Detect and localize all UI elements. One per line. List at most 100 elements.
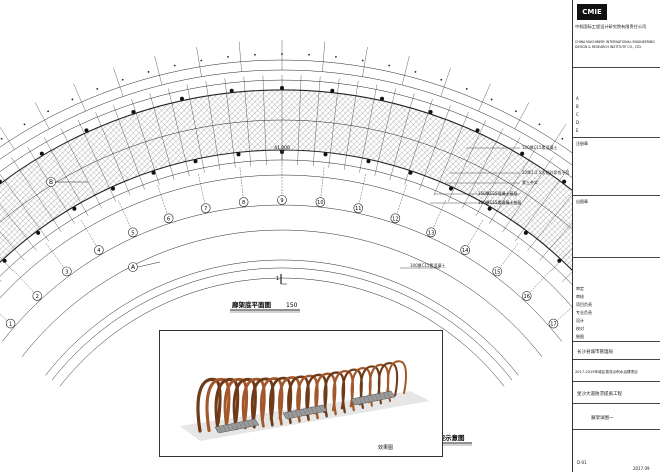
beam-line xyxy=(11,157,62,233)
beam-line xyxy=(77,119,117,202)
rev-row-a: A xyxy=(576,96,579,101)
column xyxy=(39,151,44,156)
client-name: 长沙县城市管理局 xyxy=(577,350,613,355)
extension-line xyxy=(514,102,530,129)
beam-line xyxy=(0,204,37,251)
dim-tick xyxy=(47,110,50,113)
beam-line xyxy=(131,98,160,185)
role-2: 审核 xyxy=(576,294,584,299)
grid-leader xyxy=(13,270,38,297)
grid-bubble-9 xyxy=(277,195,287,205)
callout-3: 150厚C25混凝土基层 xyxy=(478,190,518,196)
dim-tick xyxy=(227,55,229,58)
subproject-row: 星沙大道防涝提质工程 xyxy=(573,382,660,404)
rev-row-b: B xyxy=(576,104,579,109)
bench-slat xyxy=(358,397,363,404)
bench-slat xyxy=(294,410,299,417)
rev-row-d: D xyxy=(576,120,580,125)
grid-bubble-label-9: 9 xyxy=(280,198,283,204)
beam-line xyxy=(95,112,131,196)
extension-line xyxy=(322,41,326,72)
grid-bubble-13 xyxy=(426,227,436,238)
bench-slat xyxy=(382,392,387,399)
grid-bubble-label-3: 3 xyxy=(65,269,68,275)
grid-bubble-4 xyxy=(94,245,104,255)
footer-date: 2017.09 xyxy=(633,466,650,471)
bench-slat xyxy=(302,408,307,416)
beam-line xyxy=(389,93,415,181)
column xyxy=(487,206,492,211)
center-elevation: 41.000 xyxy=(274,145,290,160)
extension-line xyxy=(362,47,368,77)
dim-tick xyxy=(121,78,124,81)
extension-line xyxy=(440,68,451,97)
column xyxy=(366,159,371,164)
grid-leader xyxy=(320,167,325,203)
beam-line xyxy=(343,81,359,170)
grid-bubble-2 xyxy=(32,291,43,301)
bench-slat xyxy=(370,394,375,402)
grid-bubble-label-12: 12 xyxy=(392,216,398,222)
beam-line xyxy=(243,76,252,167)
grid-bubble-label-15: 15 xyxy=(494,269,500,275)
drawing-name-row: 廊架详图一 xyxy=(573,404,660,430)
plan-title-group: 廊架底平面图 150 xyxy=(230,300,300,313)
extension-line xyxy=(238,41,242,72)
stamp-2-label: 出图章 xyxy=(576,199,588,204)
stamp-area-2: 出图章 xyxy=(573,196,660,258)
bench-slat xyxy=(318,405,323,412)
grid-bubble-label-11: 11 xyxy=(355,206,361,212)
render-title: 廊架示意图 xyxy=(432,433,465,442)
column xyxy=(110,186,115,191)
column xyxy=(557,258,562,263)
paving-band-cross xyxy=(0,89,572,271)
grid-bubble-6 xyxy=(163,213,174,224)
stamp-area-1: 注册章 xyxy=(573,138,660,196)
dim-tick xyxy=(514,110,517,113)
beam-line xyxy=(0,256,13,272)
grid-leader xyxy=(497,243,519,272)
beam-line xyxy=(374,88,396,177)
bench-slat xyxy=(230,423,235,430)
column xyxy=(36,230,41,235)
extension-line xyxy=(73,83,86,112)
role-6: 校对 xyxy=(576,326,584,331)
section-mark: 1 xyxy=(276,274,287,285)
dim-tick xyxy=(23,123,26,126)
bench-slat xyxy=(242,421,247,428)
bench-slat xyxy=(374,394,379,401)
grid-leader xyxy=(80,219,99,251)
grid-bubble-label-4: 4 xyxy=(97,248,100,254)
rev-row-e: E xyxy=(576,128,579,133)
grid-leader xyxy=(118,200,134,233)
rev-row-c: C xyxy=(576,112,579,117)
beam-line xyxy=(262,75,267,166)
render-image: 效果图 xyxy=(159,330,443,457)
column xyxy=(72,206,77,211)
beam-line xyxy=(527,194,572,251)
company-name-cn: 中机国际工程设计研究院有限责任公司 xyxy=(575,24,647,29)
bench-slat xyxy=(238,422,243,429)
dim-tick xyxy=(490,98,493,101)
extension-line xyxy=(549,124,567,150)
beam-line xyxy=(224,78,236,168)
axis-a-label: A xyxy=(131,264,136,271)
grid-bubble-label-5: 5 xyxy=(131,230,134,236)
grid-bubble-8 xyxy=(238,197,249,207)
arc-11 xyxy=(51,267,513,381)
bench-slat xyxy=(354,398,359,405)
plan-radial-lines xyxy=(0,40,572,282)
dim-tick xyxy=(561,137,564,140)
role-7: 制图 xyxy=(576,334,584,339)
column xyxy=(449,186,454,191)
dim-tick xyxy=(308,53,310,56)
bench-slat xyxy=(386,391,391,398)
dim-tick xyxy=(173,64,176,67)
beam-line xyxy=(461,128,504,209)
beam-line xyxy=(297,75,302,166)
column xyxy=(229,88,234,93)
grid-bubble-label-17: 17 xyxy=(550,322,556,328)
plan-title: 廊架底平面图 xyxy=(232,300,272,309)
